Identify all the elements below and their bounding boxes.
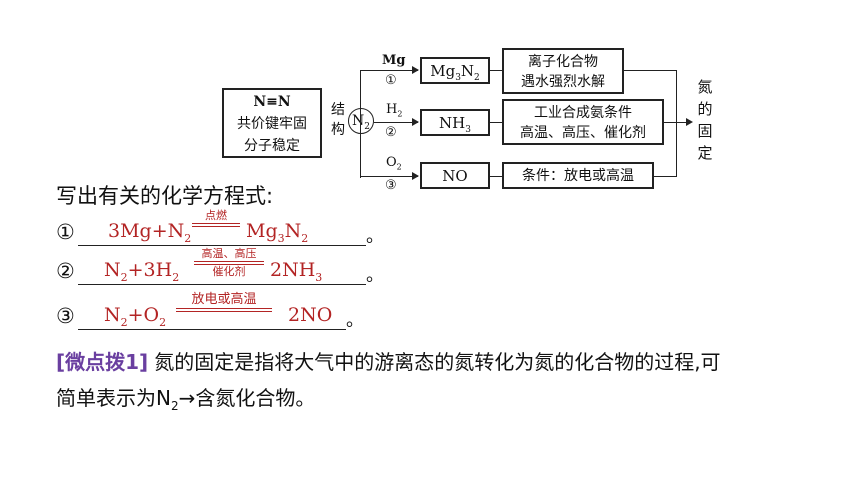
product-mg3n2-box: Mg3N2 — [420, 57, 490, 84]
equation-1: ① 3Mg+N2 点燃 Mg3N2 。 — [56, 210, 384, 250]
n2-node: N2 — [348, 108, 374, 134]
equation-1-condition: 点燃 — [188, 210, 244, 228]
equation-2-condition: 高温、高压 催化剂 — [190, 248, 268, 278]
collect-line-top — [624, 70, 676, 71]
equation-3-condition: 放电或高温 — [172, 292, 276, 313]
product-nh3-box: NH3 — [420, 109, 490, 136]
step-2-label: ② — [385, 125, 397, 140]
equation-3-rhs: 2NO — [288, 304, 333, 326]
note-line-2: 简单表示为N2→含氮化合物。 — [56, 386, 316, 413]
collect-vertical — [676, 70, 677, 177]
collect-line-mid — [664, 122, 686, 123]
reagent-o2-label: O2 — [386, 155, 402, 172]
note-line-1: [微点拨1]氮的固定是指将大气中的游离态的氮转化为氮的化合物的过程,可 — [56, 344, 826, 380]
equation-2-end: 。 — [366, 265, 384, 286]
link-line-2 — [490, 122, 502, 123]
equation-2-number: ② — [56, 259, 75, 283]
note-tag: [微点拨1] — [56, 350, 149, 374]
equation-3-number: ③ — [56, 304, 75, 328]
equation-3-end: 。 — [346, 310, 364, 331]
collect-line-bot — [654, 176, 676, 177]
step-3-label: ③ — [385, 178, 397, 193]
branch-line-top — [360, 70, 418, 71]
branch-vertical-line — [360, 70, 361, 178]
desc-mg3n2-box: 离子化合物 遇水强烈水解 — [502, 48, 624, 94]
stability-label: 分子稳定 — [244, 138, 300, 154]
bond-strength-label: 共价键牢固 — [237, 116, 307, 132]
equation-3-blank — [78, 329, 346, 330]
equation-2-lhs: N2+3H2 — [104, 259, 180, 284]
nitrogen-fixation-label: 氮 的 固 定 — [697, 78, 713, 162]
desc-nh3-box: 工业合成氨条件 高温、高压、催化剂 — [502, 99, 664, 145]
equation-1-end: 。 — [366, 226, 384, 247]
note-text-1: 氮的固定是指将大气中的游离态的氮转化为氮的化合物的过程,可 — [154, 350, 721, 374]
branch-line-mid — [374, 122, 418, 123]
equation-2-rhs: 2NH3 — [270, 259, 323, 284]
equation-1-rhs: Mg3N2 — [246, 220, 309, 245]
structure-label: 结 构 — [331, 102, 345, 138]
n2-structure-box: N≡N 共价键牢固 分子稳定 — [222, 88, 322, 158]
reagent-mg-label: Mg — [382, 53, 406, 68]
equation-1-blank — [78, 245, 366, 246]
equation-3: ③ N2+O2 放电或高温 2NO 。 — [56, 292, 366, 334]
equation-1-lhs: 3Mg+N2 — [108, 220, 192, 245]
equation-1-number: ① — [56, 220, 75, 244]
note-paragraph: [微点拨1]氮的固定是指将大气中的游离态的氮转化为氮的化合物的过程,可 简单表示… — [56, 344, 826, 424]
equation-2-blank — [78, 284, 366, 285]
prompt-text: 写出有关的化学方程式: — [56, 184, 274, 208]
link-line-3 — [490, 176, 502, 177]
product-no-box: NO — [420, 162, 490, 189]
arrowhead-top — [412, 66, 419, 74]
arrowhead-right — [686, 118, 693, 126]
link-line-1 — [490, 70, 502, 71]
equation-3-lhs: N2+O2 — [104, 304, 167, 329]
triple-bond-label: N≡N — [253, 94, 291, 110]
arrowhead-bot — [412, 172, 419, 180]
equation-2: ② N2+3H2 高温、高压 催化剂 2NH3 。 — [56, 248, 384, 289]
arrowhead-mid — [412, 118, 419, 126]
desc-no-box: 条件：放电或高温 — [502, 162, 654, 189]
step-1-label: ① — [385, 73, 397, 88]
reagent-h2-label: H2 — [386, 102, 403, 119]
branch-line-bot — [360, 176, 418, 177]
